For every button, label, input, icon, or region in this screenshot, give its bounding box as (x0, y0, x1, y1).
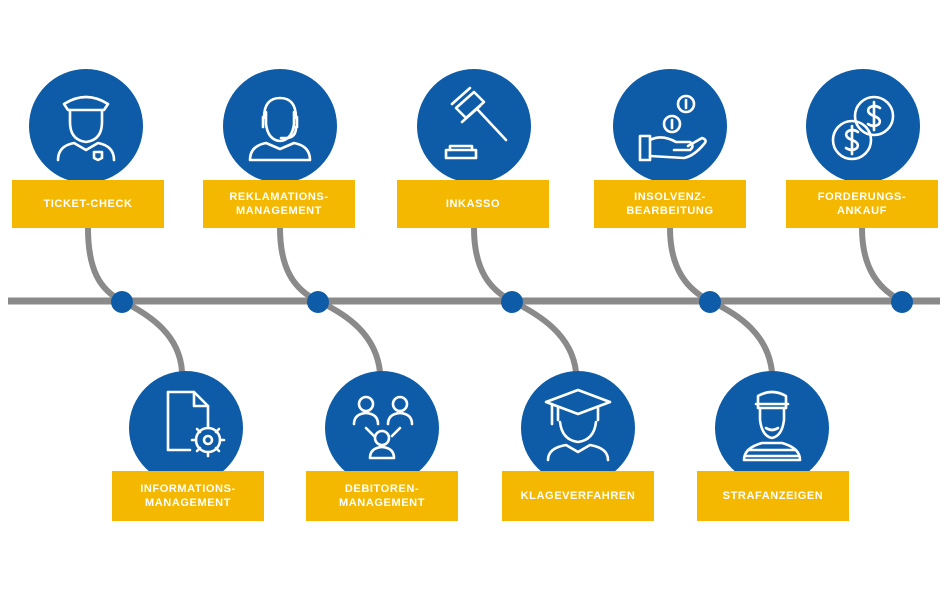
label-text: REKLAMATIONS- MANAGEMENT (229, 191, 329, 217)
connector-top-3 (471, 225, 515, 304)
headset-agent-icon (248, 96, 312, 162)
timeline-node (891, 291, 913, 313)
label-strafanzeigen: STRAFANZEIGEN (697, 471, 849, 521)
prisoner-icon (742, 390, 802, 462)
label-text: INFORMATIONS- MANAGEMENT (140, 483, 236, 509)
connector-top-4 (667, 225, 713, 304)
label-insolvenz-bearbeitung: INSOLVENZ- BEARBEITUNG (594, 180, 746, 228)
label-debitoren-management: DEBITOREN- MANAGEMENT (306, 471, 458, 521)
timeline-node (501, 291, 523, 313)
icon-circle (325, 371, 439, 485)
timeline-node (307, 291, 329, 313)
icon-circle (29, 69, 143, 183)
icon-circle (129, 371, 243, 485)
connector-bottom-2 (315, 298, 383, 375)
label-inkasso: INKASSO (397, 180, 549, 228)
timeline-node (111, 291, 133, 313)
hand-coins-icon (638, 94, 707, 162)
connector-bottom-3 (509, 298, 579, 375)
graduate-icon (544, 388, 612, 462)
label-reklamations-management: REKLAMATIONS- MANAGEMENT (203, 180, 355, 228)
icon-circle (223, 69, 337, 183)
icon-circle (613, 69, 727, 183)
connector-bottom-1 (119, 298, 185, 375)
connector-top-2 (277, 225, 321, 304)
icon-circle (521, 371, 635, 485)
label-text: INSOLVENZ- BEARBEITUNG (626, 191, 714, 217)
label-forderungs-ankauf: FORDERUNGS- ANKAUF (786, 180, 938, 228)
label-ticket-check: TICKET-CHECK (12, 180, 164, 228)
label-text: INKASSO (445, 198, 501, 210)
people-network-icon (352, 395, 414, 460)
icon-circle (715, 371, 829, 485)
connector-top-5 (859, 225, 905, 304)
document-gear-icon (166, 390, 226, 458)
icon-circle (417, 69, 531, 183)
gavel-icon (444, 86, 508, 160)
label-informations-management: INFORMATIONS- MANAGEMENT (112, 471, 264, 521)
police-officer-icon (56, 95, 116, 162)
label-text: STRAFANZEIGEN (722, 490, 824, 502)
label-text: KLAGEVERFAHREN (520, 490, 636, 502)
connector-bottom-4 (707, 298, 775, 375)
timeline-node (699, 291, 721, 313)
connector-top-1 (85, 225, 125, 304)
label-text: DEBITOREN- MANAGEMENT (338, 483, 426, 509)
dollar-coins-icon (831, 95, 895, 161)
label-klageverfahren: KLAGEVERFAHREN (502, 471, 654, 521)
label-text: TICKET-CHECK (43, 198, 133, 210)
label-text: FORDERUNGS- ANKAUF (817, 191, 907, 217)
